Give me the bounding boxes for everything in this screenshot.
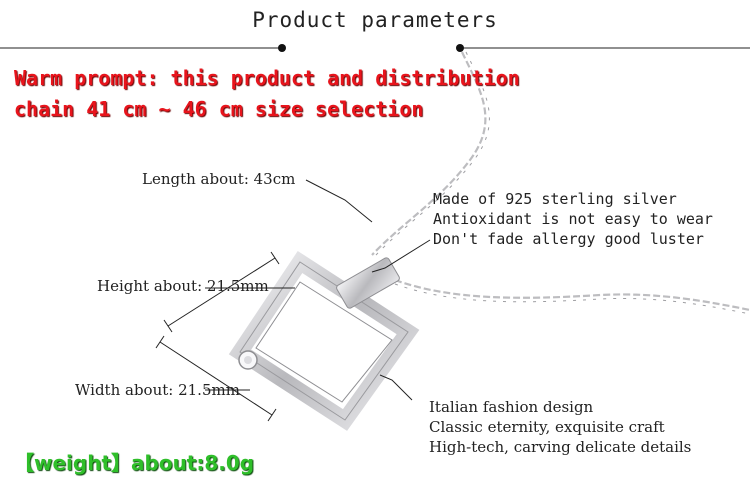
header-rule bbox=[0, 44, 750, 52]
material-line-3: Don't fade allergy good luster bbox=[433, 230, 704, 248]
design-line-1: Italian fashion design bbox=[429, 398, 594, 416]
dimension-lines bbox=[155, 179, 431, 422]
warning-line-2: chain 41 cm ~ 46 cm size selection bbox=[14, 97, 424, 121]
design-line-2: Classic eternity, exquisite craft bbox=[429, 418, 665, 436]
chain bbox=[371, 51, 750, 315]
weight-label: 【weight】about:8.0g bbox=[14, 451, 255, 475]
height-label: Height about: 21.5mm bbox=[97, 277, 269, 295]
length-label: Length about: 43cm bbox=[142, 170, 296, 188]
design-list: Italian fashion design Classic eternity,… bbox=[429, 397, 691, 457]
material-list: Made of 925 sterling silver Antioxidant … bbox=[433, 189, 713, 249]
design-line-3: High-tech, carving delicate details bbox=[429, 438, 692, 456]
page-title: Product parameters bbox=[252, 8, 498, 32]
material-line-1: Made of 925 sterling silver bbox=[433, 190, 677, 208]
warning-line-1: Warm prompt: this product and distributi… bbox=[14, 66, 520, 90]
pendant bbox=[228, 250, 420, 431]
material-line-2: Antioxidant is not easy to wear bbox=[433, 210, 713, 228]
width-label: Width about: 21.5mm bbox=[75, 381, 240, 399]
